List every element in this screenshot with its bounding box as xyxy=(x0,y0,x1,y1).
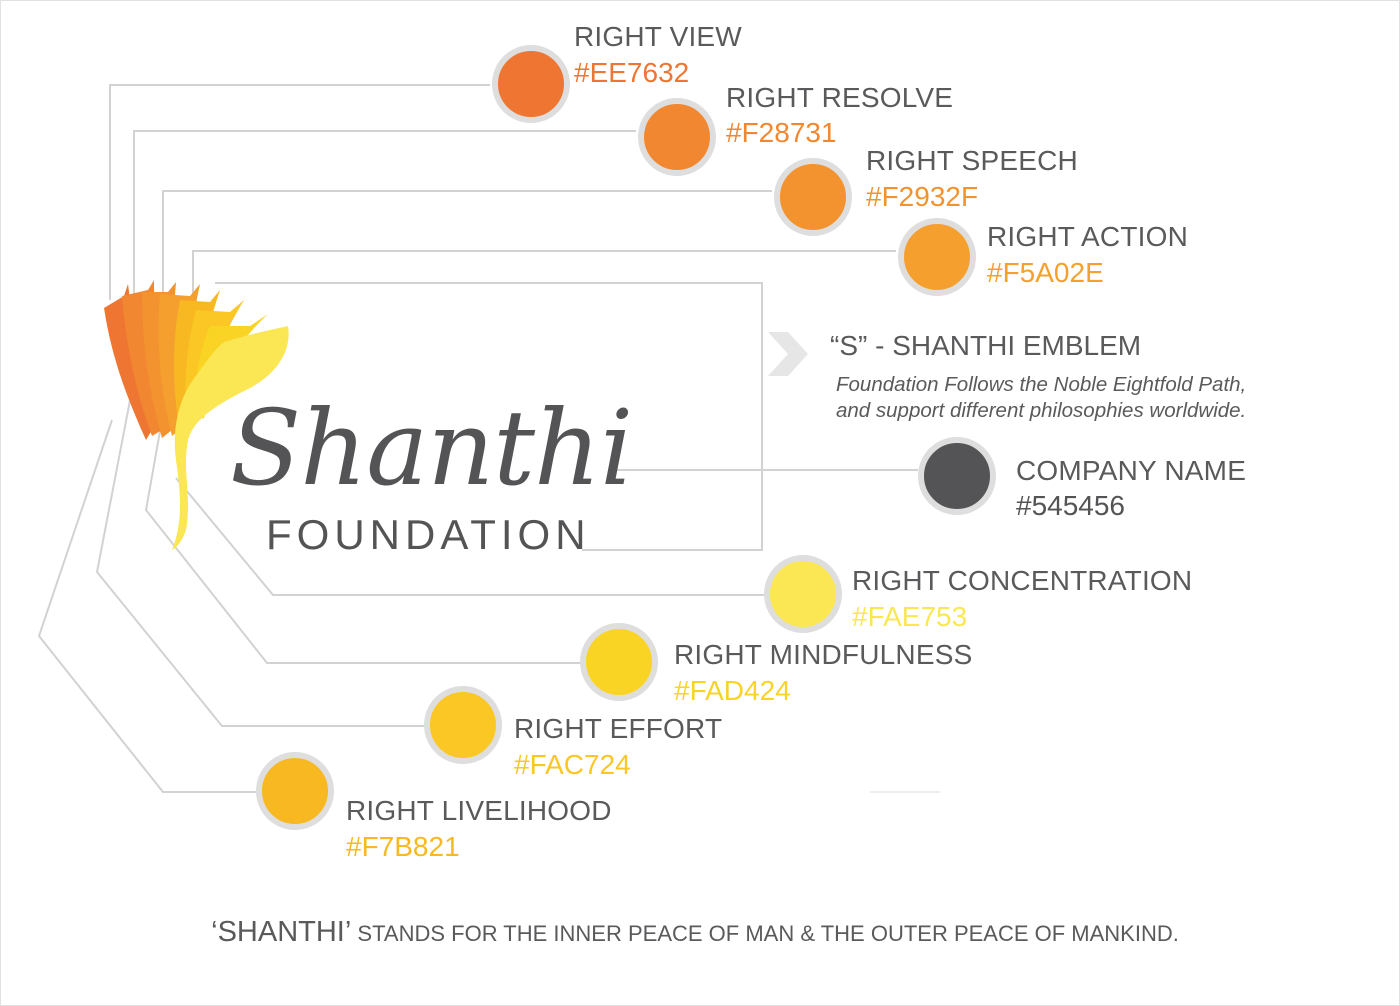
footer-rest: STANDS FOR THE INNER PEACE OF MAN & THE … xyxy=(351,921,1179,946)
label-right-view: RIGHT VIEW xyxy=(574,21,742,52)
wire-right-effort xyxy=(95,389,424,727)
emblem-description-line-1: Foundation Follows the Noble Eightfold P… xyxy=(836,373,1247,396)
swatch-right-concentration xyxy=(764,555,842,633)
swatch-right-mindfulness xyxy=(580,623,658,701)
label-right-speech: RIGHT SPEECH xyxy=(866,145,1078,176)
wire-emblem-box xyxy=(215,282,763,551)
hex-right-resolve: #F28731 xyxy=(726,117,837,148)
emblem-title: “S” - SHANTHI EMBLEM xyxy=(830,330,1142,361)
swatch-right-view xyxy=(492,45,570,123)
hex-right-livelihood: #F7B821 xyxy=(346,831,460,862)
wire-right-resolve xyxy=(133,130,636,300)
hex-right-mindfulness: #FAD424 xyxy=(674,675,791,706)
chevron-right-icon xyxy=(768,332,808,376)
hex-right-concentration: #FAE753 xyxy=(852,601,968,632)
label-right-action: RIGHT ACTION xyxy=(987,221,1189,252)
wire-right-view xyxy=(109,84,490,300)
swatch-right-livelihood xyxy=(256,752,334,830)
hex-right-speech: #F2932F xyxy=(866,181,979,212)
swatch-right-resolve xyxy=(638,98,716,176)
hex-company-name: #545456 xyxy=(1016,490,1126,521)
label-company-name: COMPANY NAME xyxy=(1016,455,1247,486)
s-petal-emblem-icon xyxy=(104,280,289,550)
wire-right-livelihood xyxy=(37,419,256,793)
logo-script-text: Shanthi xyxy=(230,387,633,509)
label-right-livelihood: RIGHT LIVELIHOOD xyxy=(346,795,612,826)
swatch-company-name xyxy=(918,437,996,515)
emblem-petal-7 xyxy=(194,314,268,420)
emblem-petal-1 xyxy=(104,284,152,440)
hex-right-action: #F5A02E xyxy=(987,257,1104,288)
label-right-effort: RIGHT EFFORT xyxy=(514,713,723,744)
wire-right-mindfulness xyxy=(144,419,580,664)
footer-tagline: ‘SHANTHI’ STANDS FOR THE INNER PEACE OF … xyxy=(0,912,1390,954)
wire-right-concentration xyxy=(175,477,764,596)
swatch-right-speech xyxy=(774,158,852,236)
swatch-right-action xyxy=(898,218,976,296)
emblem-description: Foundation Follows the Noble Eightfold P… xyxy=(836,372,1246,424)
hex-right-effort: #FAC724 xyxy=(514,749,631,780)
swatch-right-effort xyxy=(424,686,502,764)
label-right-mindfulness: RIGHT MINDFULNESS xyxy=(674,639,973,670)
wire-right-action xyxy=(192,250,896,300)
label-right-concentration: RIGHT CONCENTRATION xyxy=(852,565,1193,596)
wire-right-speech xyxy=(162,190,772,300)
hex-right-view: #EE7632 xyxy=(574,57,690,88)
emblem-description-line-2: and support different philosophies world… xyxy=(836,399,1247,422)
label-right-resolve: RIGHT RESOLVE xyxy=(726,82,954,113)
footer-lead: ‘SHANTHI’ xyxy=(211,916,352,948)
logo-foundation-text: FOUNDATION xyxy=(266,511,591,558)
emblem-petal-8 xyxy=(172,326,289,550)
